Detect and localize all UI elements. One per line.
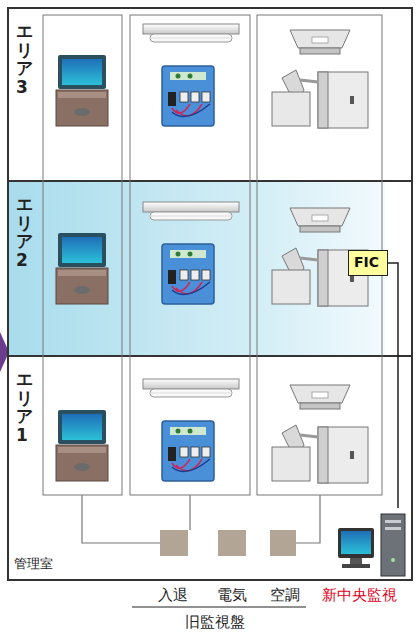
area-highlight	[9, 181, 385, 356]
area-label: エリア2	[16, 195, 33, 270]
panel-label: 入退	[158, 586, 188, 605]
old-monitor-panel	[160, 530, 296, 556]
fic-box: FIC	[348, 250, 388, 276]
signal-line	[388, 263, 398, 508]
area-label: エリア1	[16, 370, 33, 445]
central-monitor: 新中央監視	[318, 508, 412, 612]
equipment-columns	[43, 15, 382, 495]
floor-line	[8, 180, 412, 182]
monitor-label: 新中央監視	[322, 586, 397, 605]
area-band: エリア1	[8, 357, 41, 497]
floor-equipment	[56, 379, 368, 483]
floor-line	[8, 355, 412, 357]
computer-icon	[338, 514, 405, 576]
floor-equipment	[56, 24, 368, 128]
building-outline	[8, 8, 412, 580]
room-label: 管理室	[14, 555, 53, 573]
panel-label: 空調	[270, 586, 300, 605]
floor-equipment	[56, 202, 368, 306]
area-band: エリア2FIC	[8, 182, 41, 355]
area-band: エリア3	[8, 9, 41, 180]
fic-label: FIC	[354, 254, 382, 271]
panel-label: 電気	[217, 586, 247, 605]
label-underline	[132, 607, 306, 608]
panel-group-label: 旧監視盤	[185, 613, 245, 632]
area-label: エリア3	[16, 22, 33, 97]
